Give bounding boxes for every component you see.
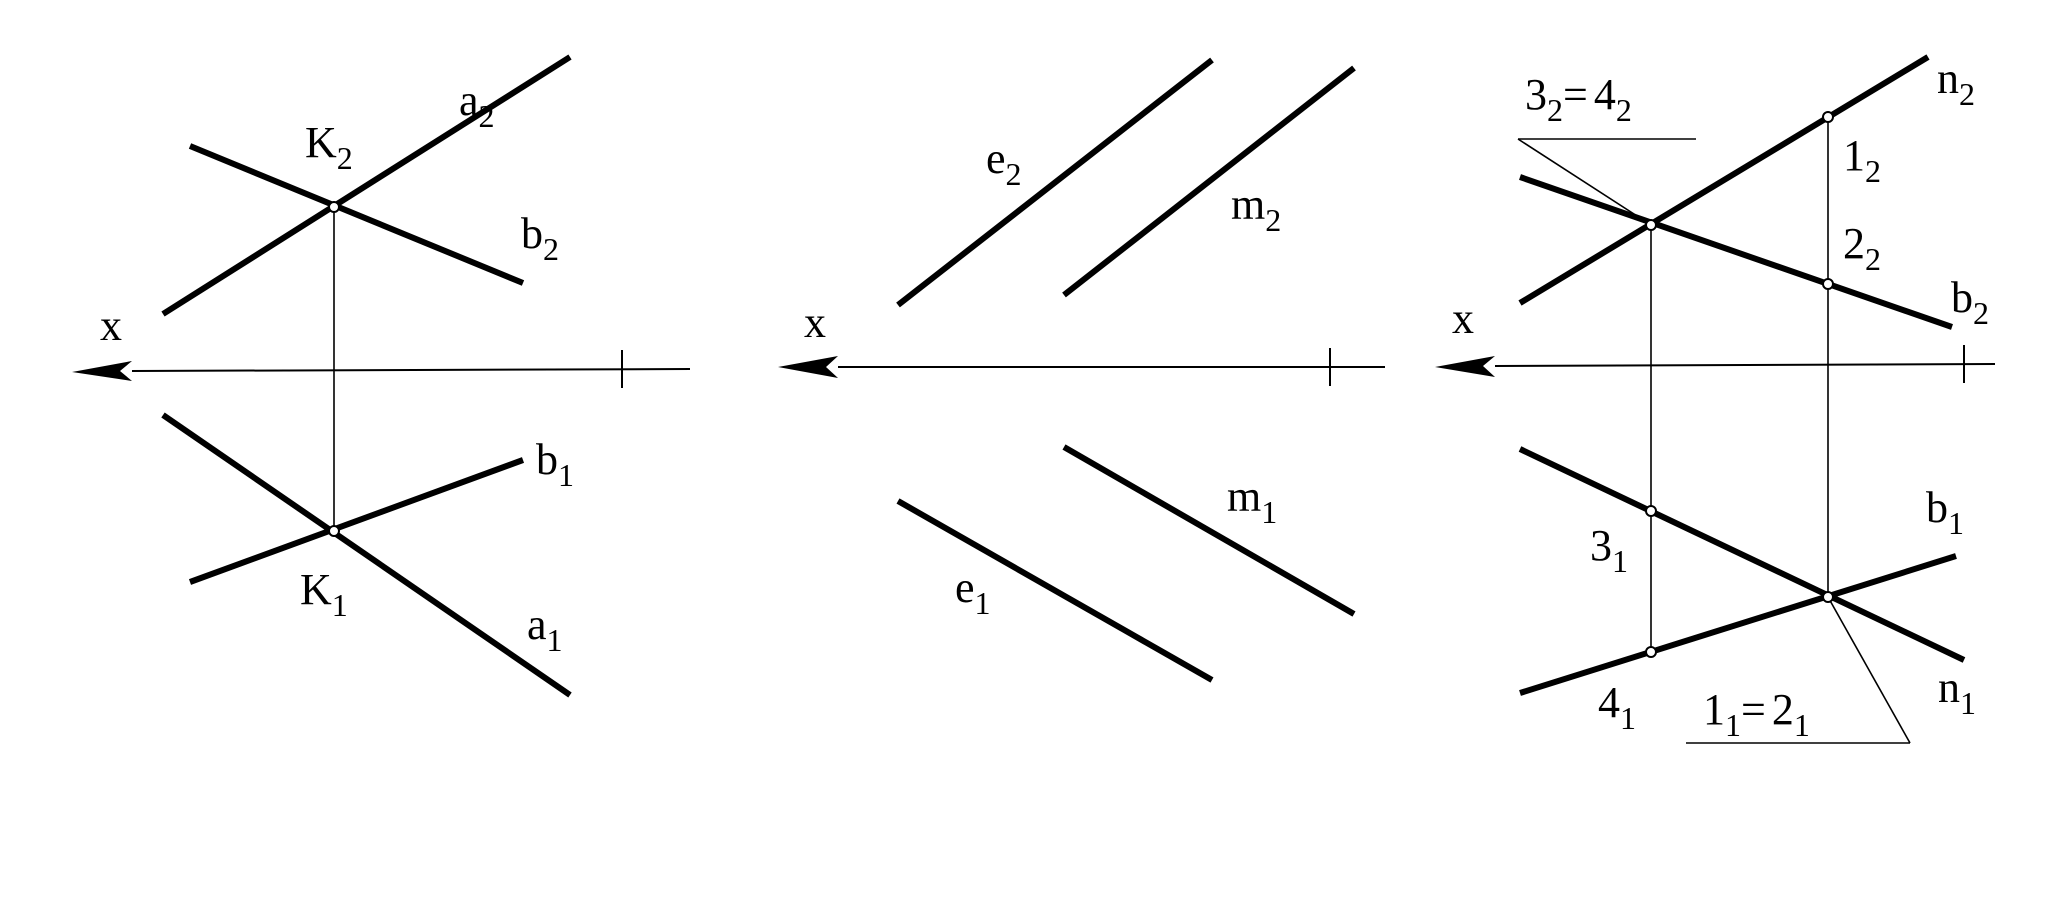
label-4-1: 41 [1598,678,1636,736]
leader-1-2-diagonal [1827,596,1911,744]
panel-parallel-lines: x e2 m2 m1 e1 [778,57,1385,683]
line-e2 [896,57,1214,308]
x-axis [131,368,691,372]
x-axis-arrow [778,356,838,378]
x-axis-arrow [72,361,132,381]
axis-label: x [1452,294,1474,343]
label-e2: e2 [986,134,1022,192]
label-b1: b1 [1926,483,1964,541]
label-b2: b2 [1951,273,1989,331]
line-b2 [188,143,525,286]
equality-3-4: 32=42 [1525,70,1632,128]
point-1-2-top [1822,591,1834,603]
label-b2: b2 [521,209,559,267]
point-k2 [328,201,340,213]
line-n2 [1518,54,1930,306]
label-a2: a2 [459,76,495,134]
panel-skew-lines: x 32=42 11=21 n2 12 22 b2 b1 31 41 n1 [1435,54,1996,744]
label-n1: n1 [1938,663,1976,721]
line-a2 [161,54,572,317]
panel-intersecting-lines: x a2 K2 b2 b1 K1 a1 [72,54,691,698]
x-axis-arrow [1435,356,1495,377]
axis-label: x [804,298,826,347]
label-k1: K1 [300,565,348,623]
line-m2 [1062,65,1356,298]
point-2-2 [1822,278,1834,290]
label-e1: e1 [955,563,991,621]
line-n1 [1518,446,1966,663]
line-b2 [1519,174,1953,330]
line-b1 [188,457,525,585]
leader-3-4-diagonal [1517,138,1652,226]
line-m1 [1062,444,1356,617]
point-4-1 [1645,646,1657,658]
label-1-2: 12 [1843,131,1881,189]
point-3-4-front [1645,219,1657,231]
x-axis [1494,363,1996,367]
axis-label: x [100,301,122,350]
label-n2: n2 [1937,54,1975,112]
label-a1: a1 [527,600,563,658]
label-k2: K2 [305,118,353,176]
label-3-1: 31 [1590,521,1628,579]
label-b1: b1 [536,435,574,493]
label-m2: m2 [1231,180,1281,238]
line-e1 [896,498,1214,683]
point-1-2 [1822,111,1834,123]
label-2-2: 22 [1843,219,1881,277]
equality-1-2: 11=21 [1703,685,1810,743]
label-m1: m1 [1227,472,1277,530]
point-3-1 [1645,505,1657,517]
line-a1 [161,412,572,698]
line-b1 [1519,553,1957,696]
point-k1 [328,525,340,537]
